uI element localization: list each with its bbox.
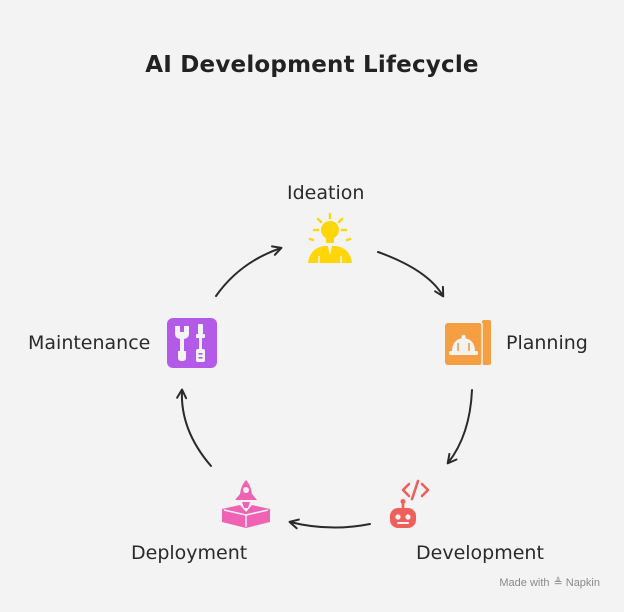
stage-label-deployment: Deployment <box>131 542 248 564</box>
arrow-development-to-deployment <box>288 518 371 530</box>
arrow-planning-to-development <box>446 389 473 465</box>
lightbulb-person-icon <box>308 213 352 263</box>
made-with-footer: Made with≜Napkin <box>499 576 600 589</box>
hardhat-blueprint-icon <box>445 320 491 365</box>
arrow-maintenance-to-ideation <box>215 245 283 297</box>
stage-label-ideation: Ideation <box>287 182 365 204</box>
stage-label-planning: Planning <box>506 332 588 354</box>
robot-code-icon <box>390 479 430 528</box>
rocket-launch-icon <box>222 480 270 528</box>
stage-label-development: Development <box>416 542 544 564</box>
diagram-title: AI Development Lifecycle <box>145 52 479 78</box>
arrow-ideation-to-planning <box>377 251 445 298</box>
brand-name: Napkin <box>565 577 600 589</box>
napkin-logo-icon: ≜ <box>553 577 563 589</box>
made-with-text: Made with <box>499 577 550 589</box>
stage-label-maintenance: Maintenance <box>28 332 151 354</box>
arrow-deployment-to-maintenance <box>176 388 212 467</box>
tools-icon <box>167 318 217 368</box>
